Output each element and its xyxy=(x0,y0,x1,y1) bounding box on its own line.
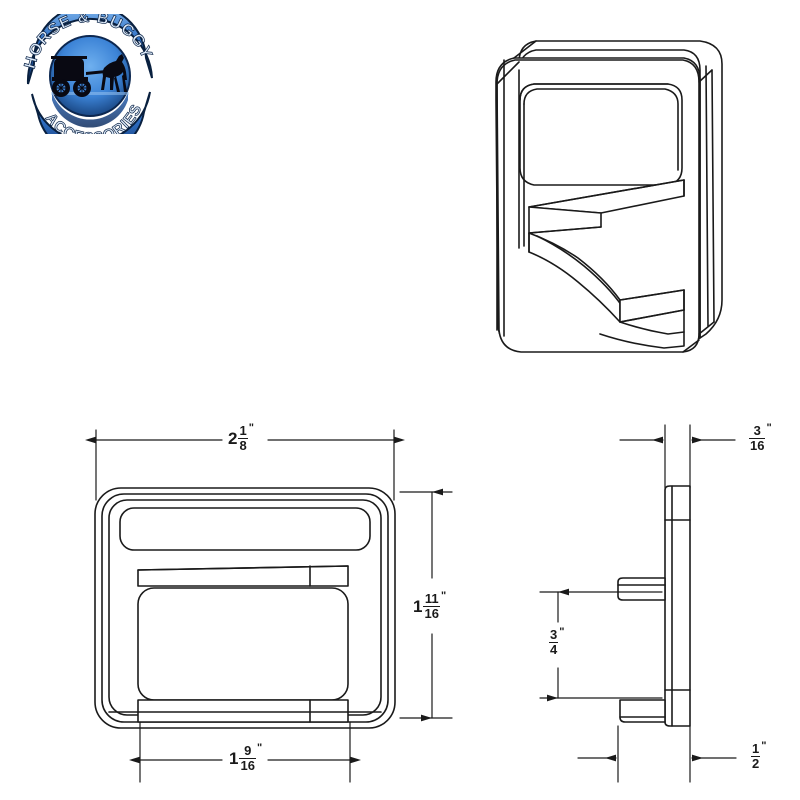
dim-fraction: 9 16 xyxy=(239,743,256,773)
dim-fraction: 3 4 xyxy=(549,627,559,657)
dimension-side-tab-depth: 1 2 " xyxy=(750,740,767,771)
horse-and-buggy-silhouette xyxy=(51,54,127,97)
dim-denominator: 4 xyxy=(549,641,559,657)
dim-fraction: 1 2 xyxy=(751,741,761,771)
dim-denominator: 8 xyxy=(238,437,248,453)
dimension-lines xyxy=(85,424,737,783)
dim-unit: " xyxy=(766,422,772,434)
dim-unit: " xyxy=(761,740,767,752)
dimension-side-gap-height: 3 4 " xyxy=(548,626,565,657)
dim-unit: " xyxy=(559,626,565,638)
dim-fraction: 3 16 xyxy=(749,423,766,453)
dim-numerator: 9 xyxy=(244,743,252,758)
dim-unit: " xyxy=(256,742,263,754)
dim-unit: " xyxy=(248,422,254,434)
dim-denominator: 2 xyxy=(751,755,761,771)
dim-denominator: 16 xyxy=(239,757,256,773)
dim-numerator: 1 xyxy=(239,423,247,438)
dim-denominator: 16 xyxy=(423,605,440,621)
side-view xyxy=(617,485,691,727)
dimension-front-inner-width: 1 9 16 " xyxy=(229,742,263,773)
dim-whole: 1 xyxy=(229,748,239,768)
dimension-front-height: 1 11 16 " xyxy=(413,590,447,621)
dim-numerator: 3 xyxy=(550,627,558,642)
dim-numerator: 3 xyxy=(753,423,761,438)
front-view xyxy=(94,487,396,729)
dim-fraction: 1 8 xyxy=(238,423,248,453)
dim-unit: " xyxy=(440,590,447,602)
dimension-front-width: 2 1 8 " xyxy=(228,422,254,453)
dim-whole: 2 xyxy=(228,428,238,448)
horse-and-buggy-accessories-logo: HORSE & BUGGY ACCESSORIES xyxy=(18,14,163,134)
dim-whole: 1 xyxy=(413,596,423,616)
dim-numerator: 11 xyxy=(424,591,439,606)
dim-denominator: 16 xyxy=(749,437,766,453)
isometric-view xyxy=(495,40,723,353)
dimension-side-thickness: 3 16 " xyxy=(748,422,772,453)
dim-fraction: 11 16 xyxy=(423,591,440,621)
dim-numerator: 1 xyxy=(752,741,760,756)
logo-medallion xyxy=(49,35,131,128)
